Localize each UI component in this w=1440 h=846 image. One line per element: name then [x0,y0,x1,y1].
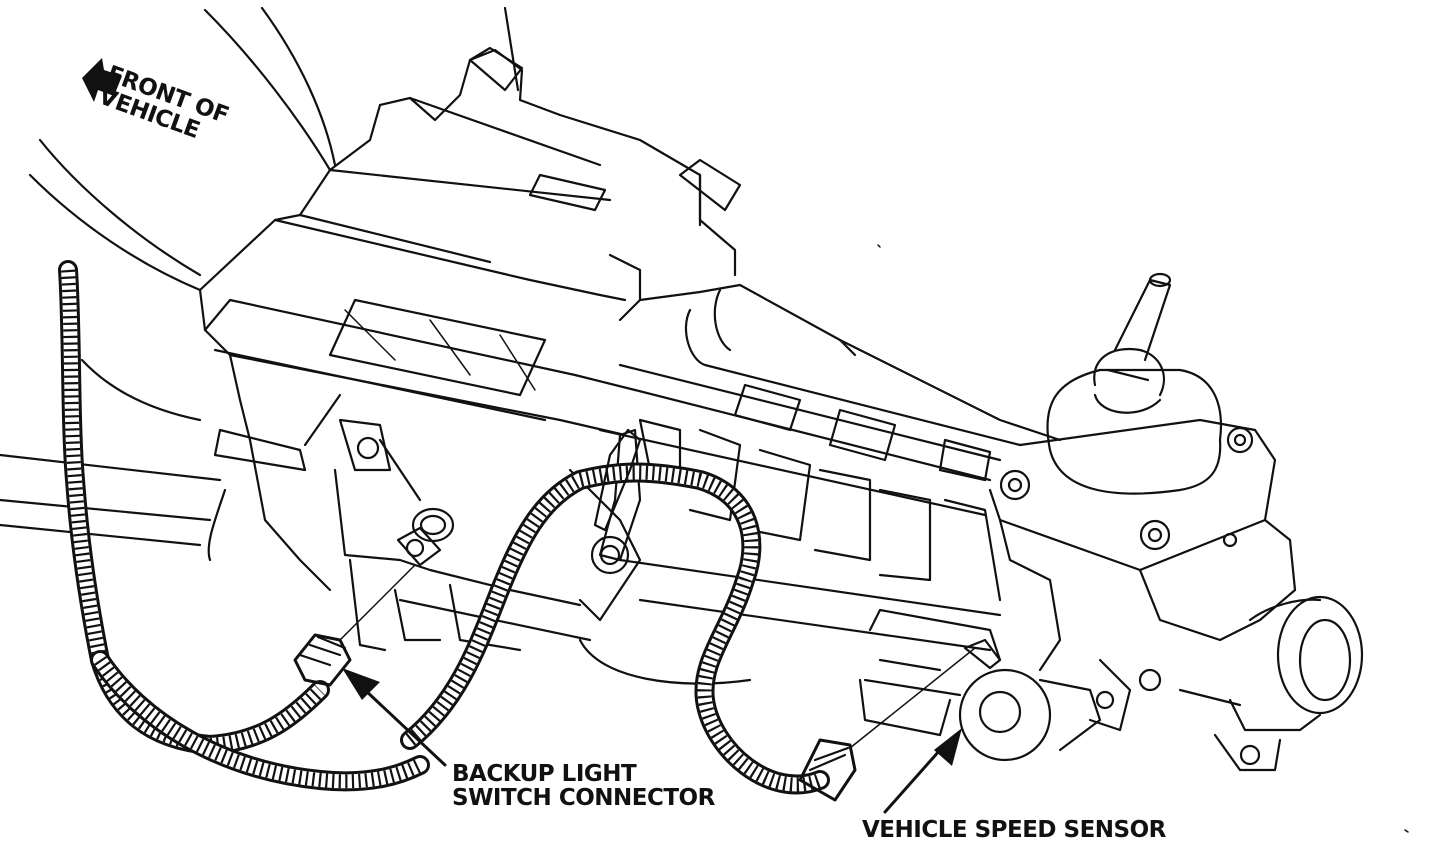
backup-light-switch [396,507,455,567]
transmission-case [198,46,742,652]
vehicle-speed-sensor-label: VEHICLE SPEED SENSOR [862,817,1166,843]
wiring-harness-left [58,260,430,792]
backup-label-line2: SWITCH CONNECTOR [452,785,715,812]
speed-sensor-connector [798,647,976,802]
frame-curves [0,6,520,547]
backup-light-connector [293,564,416,687]
harness-bracket [593,428,642,532]
shifter-assembly [988,272,1364,772]
wiring-harness-center [400,462,830,795]
speed-sensor-housing [858,608,1102,762]
detail-marks [877,244,1409,833]
leader-arrows [342,668,962,814]
backup-label-line1: BACKUP LIGHT [452,761,637,787]
front-arrow-icon [82,58,122,102]
backup-light-switch-connector-label: BACKUP LIGHT SWITCH CONNECTOR [452,762,715,810]
extension-housing [578,283,1062,685]
